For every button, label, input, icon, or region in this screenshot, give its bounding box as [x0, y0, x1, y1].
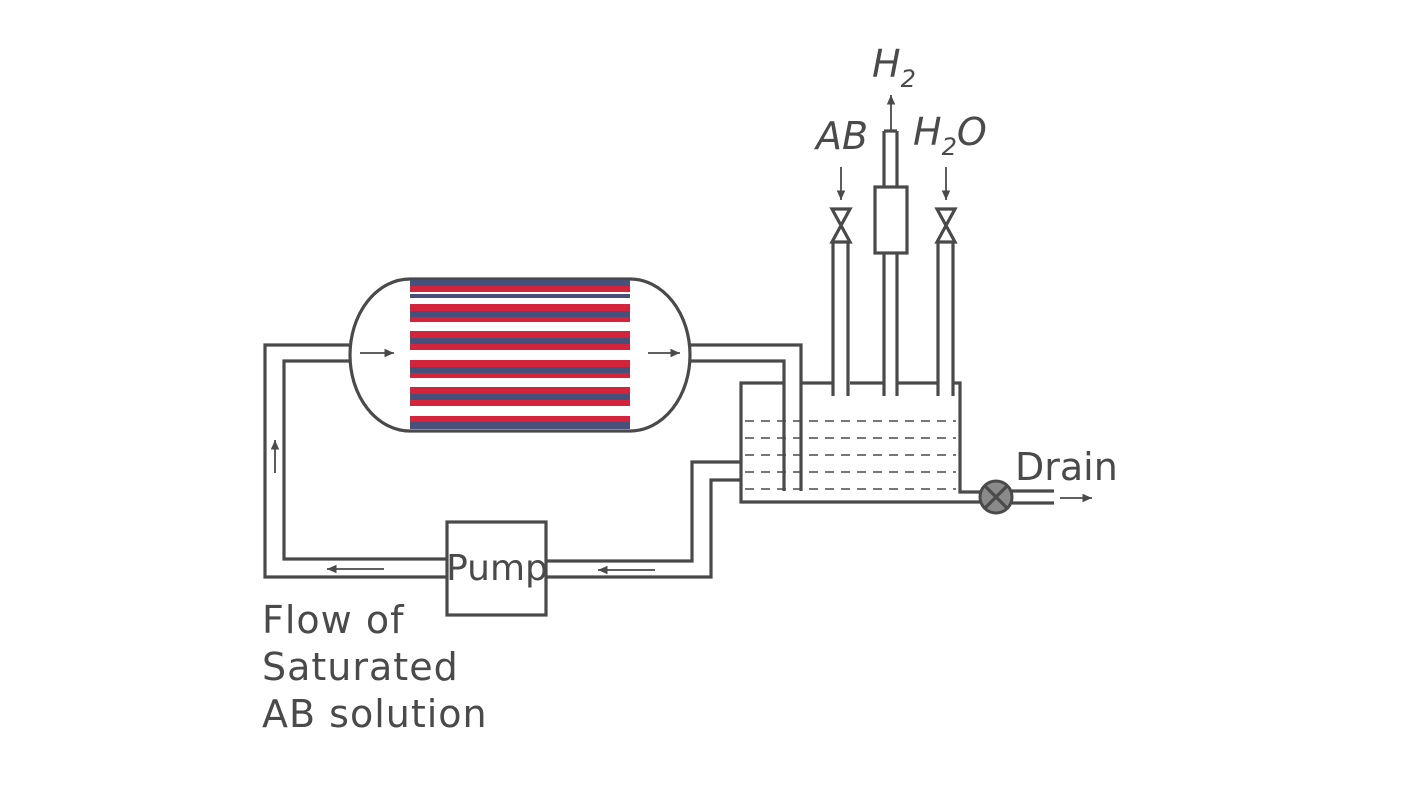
- h2-label-subscript: 2: [901, 65, 916, 93]
- reactor-channel-stripes: [410, 280, 630, 429]
- ab-label: AB: [813, 114, 868, 158]
- pump-label: Pump: [446, 548, 548, 589]
- drain-line: Drain: [978, 445, 1118, 515]
- suction-pipe: [546, 460, 741, 579]
- h2-label: H2: [872, 42, 916, 93]
- ab-feed-line: AB: [813, 114, 868, 396]
- h2o-label-o: O: [957, 110, 987, 154]
- h2o-label-h: H: [913, 110, 942, 154]
- storage-tank: [739, 381, 982, 504]
- liquid-level-lines: [745, 420, 956, 490]
- drain-label: Drain: [1015, 445, 1118, 489]
- gas-separator: [873, 185, 909, 255]
- flow-caption-line-2: Saturated: [262, 645, 459, 689]
- flow-caption-line-1: Flow of: [262, 598, 405, 642]
- flow-caption: Flow of Saturated AB solution: [262, 598, 488, 736]
- pump: Pump: [445, 520, 548, 617]
- ab-valve-icon: [829, 207, 853, 244]
- h2-outlet-line: H2: [872, 42, 916, 396]
- h2-label-main: H: [872, 42, 901, 86]
- flow-caption-line-3: AB solution: [262, 692, 488, 736]
- h2o-valve-icon: [934, 207, 958, 244]
- h2o-feed-line: H2O: [913, 110, 987, 396]
- reactor-vessel: [348, 277, 692, 433]
- h2o-label: H2O: [913, 110, 987, 161]
- h2o-label-subscript: 2: [942, 133, 957, 161]
- reactor-outlet-pipe: [690, 343, 803, 491]
- return-pipe: [263, 343, 447, 579]
